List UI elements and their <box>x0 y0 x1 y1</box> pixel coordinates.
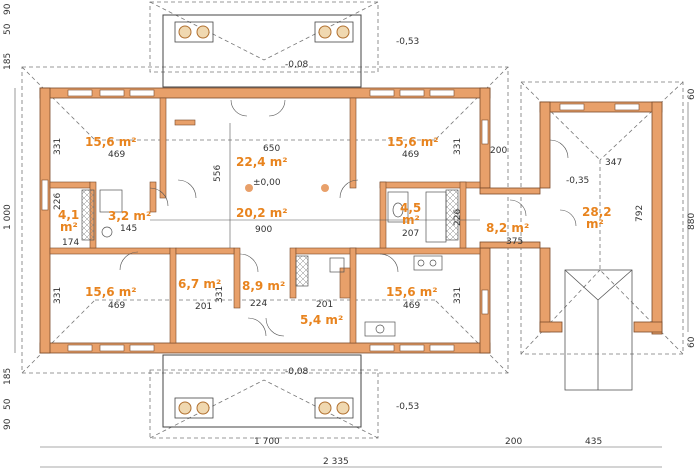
room-depth: 556 <box>213 165 223 182</box>
room-area: 3,2 m² <box>108 209 151 223</box>
room-area: 15,6 m² <box>85 285 137 299</box>
room-wc: 4,1 m² 174 226 <box>53 193 79 248</box>
dim-left-top-a: 50 <box>3 23 13 35</box>
room-area-unit: m² <box>402 213 420 227</box>
bathroom-fixtures <box>81 189 459 337</box>
room-width: 900 <box>255 225 272 235</box>
room-width: 145 <box>120 224 137 234</box>
level-bottom-terrace: -0,53 <box>396 402 419 412</box>
dim-left-top-b: 90 <box>3 3 13 15</box>
room-area-unit: m² <box>586 217 604 231</box>
level-top-terrace: -0,53 <box>396 37 419 47</box>
dim-left-house: 1 000 <box>3 204 13 230</box>
room-depth: 331 <box>215 286 225 303</box>
room-depth: 331 <box>53 287 63 304</box>
room-hall: 20,2 m² 900 <box>236 206 288 235</box>
level-markers: -0,53 -0,08 -0,35 -0,08 -0,53 <box>285 37 589 412</box>
column-marker <box>245 184 253 192</box>
room-depth: 226 <box>453 209 463 226</box>
room-width: 347 <box>605 158 622 168</box>
level-mark: ±0,00 <box>253 178 281 188</box>
doors <box>119 99 577 337</box>
room-utility: 201 5,4 m² <box>300 300 343 327</box>
garage-ramp <box>564 269 633 391</box>
level-garage: -0,35 <box>566 176 589 186</box>
room-area: 8,2 m² <box>486 221 529 235</box>
dim-right-garage: 880 <box>687 213 697 230</box>
room-width: 469 <box>403 301 420 311</box>
room-area: 20,2 m² <box>236 206 288 220</box>
room-width: 469 <box>108 301 125 311</box>
room-garage: 347 28,2 m² 792 <box>582 158 645 231</box>
room-width: 469 <box>402 150 419 160</box>
room-length: 200 <box>490 146 507 156</box>
room-area: 4,1 <box>58 208 79 222</box>
room-depth: 792 <box>635 205 645 222</box>
bottom-dimensions: 1 700 200 435 2 335 <box>254 437 602 467</box>
dim-left-bot-a: 90 <box>3 418 13 430</box>
porch-bottom <box>162 354 362 428</box>
room-width: 375 <box>506 237 523 247</box>
room-width: 224 <box>250 299 267 309</box>
room-area: 22,4 m² <box>236 155 288 169</box>
room-width: 201 <box>195 302 212 312</box>
level-bottom-porch: -0,08 <box>285 367 309 377</box>
room-bedroom-ne: 15,6 m² 469 331 <box>387 135 463 160</box>
room-area: 28,2 <box>582 205 612 219</box>
dim-total-width: 2 335 <box>323 457 349 467</box>
porch-top <box>162 14 362 88</box>
room-area: 4,5 <box>400 201 421 215</box>
dim-right-top: 60 <box>687 88 697 100</box>
room-area: 15,6 m² <box>85 135 137 149</box>
room-bedroom-sw: 15,6 m² 469 331 <box>53 285 137 311</box>
dim-left-porch-bottom: 185 <box>3 368 13 385</box>
room-living: 650 22,4 m² ±0,00 556 <box>213 144 288 188</box>
room-area-unit: m² <box>60 220 78 234</box>
room-width: 207 <box>402 229 419 239</box>
room-area: 15,6 m² <box>387 135 439 149</box>
room-width: 469 <box>108 150 125 160</box>
room-kitchen: 15,6 m² 469 331 <box>386 285 463 311</box>
room-depth: 331 <box>53 138 63 155</box>
room-width: 201 <box>316 300 333 310</box>
room-pantry: 6,7 m² 201 331 <box>178 277 225 312</box>
room-depth: 331 <box>453 138 463 155</box>
room-area: 6,7 m² <box>178 277 221 291</box>
windows <box>41 89 640 352</box>
room-depth: 226 <box>53 193 63 210</box>
room-entry: 8,9 m² 224 <box>242 279 285 309</box>
dim-left-porch-top: 185 <box>3 53 13 70</box>
dimension-lines <box>14 88 689 468</box>
level-top-porch: -0,08 <box>285 60 309 70</box>
room-bath-main: 4,5 m² 207 226 <box>400 201 463 239</box>
room-width: 174 <box>62 238 79 248</box>
room-depth: 331 <box>453 287 463 304</box>
room-bedroom-nw: 15,6 m² 469 331 <box>53 135 137 160</box>
dim-link-width: 200 <box>505 437 522 447</box>
room-area: 15,6 m² <box>386 285 438 299</box>
column-marker <box>321 184 329 192</box>
roof-outline <box>21 1 684 439</box>
dim-left-bot-b: 50 <box>3 398 13 410</box>
room-area: 5,4 m² <box>300 313 343 327</box>
dim-house-width: 1 700 <box>254 437 280 447</box>
left-dimensions: 50 90 185 1 000 185 90 50 <box>3 3 13 430</box>
room-bath-small: 3,2 m² 145 <box>108 209 151 234</box>
dim-right-bottom: 60 <box>687 336 697 348</box>
dim-garage-width: 435 <box>585 437 602 447</box>
room-area: 8,9 m² <box>242 279 285 293</box>
room-width: 650 <box>263 144 280 154</box>
right-dimensions: 60 880 60 <box>687 88 697 348</box>
room-vestibule: 200 8,2 m² 375 <box>486 146 529 247</box>
